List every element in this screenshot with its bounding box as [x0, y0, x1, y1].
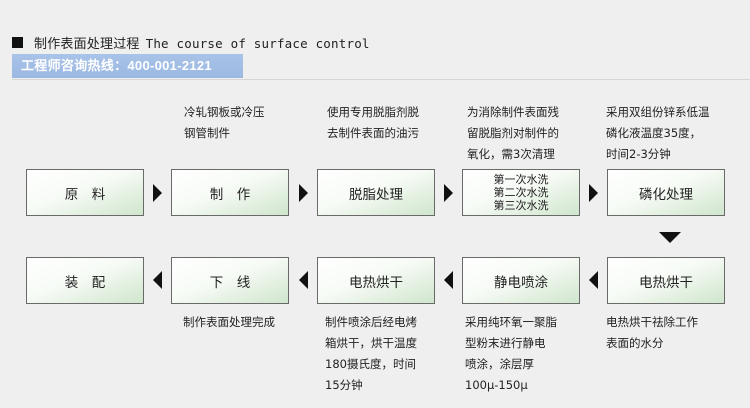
desc-electrostatic-spray: 采用纯环氧一聚脂 型粉末进行静电 喷涂，涂层厚 100μ-150μ	[465, 315, 557, 392]
desc-water-wash: 为消除制件表面残 留脱脂剂对制件的 氧化，需3次清理	[467, 105, 559, 161]
step-label: 制 作	[209, 186, 251, 203]
divider	[12, 79, 750, 80]
arrow-down-icon	[659, 232, 681, 243]
section-header: 制作表面处理过程 The course of surface control	[12, 33, 370, 52]
step-label: 下 线	[209, 274, 251, 291]
title-chinese: 制作表面处理过程	[34, 36, 140, 52]
step-electrostatic-spray: 静电喷涂	[462, 257, 580, 304]
hotline-bar: 工程师咨询热线：400-001-2121	[12, 54, 243, 78]
step-line: 第二次水洗	[493, 186, 549, 199]
arrow-right-icon	[444, 184, 453, 202]
step-line: 第一次水洗	[493, 173, 549, 186]
section-title: 制作表面处理过程 The course of surface control	[34, 33, 370, 52]
arrow-left-icon	[153, 271, 162, 289]
desc-offline: 制作表面处理完成	[183, 315, 275, 329]
step-label: 装 配	[64, 274, 106, 291]
step-label: 静电喷涂	[494, 274, 548, 291]
step-electric-drying-2: 电热烘干	[317, 257, 435, 304]
square-bullet-icon	[12, 36, 23, 48]
arrow-right-icon	[299, 184, 308, 202]
title-english: The course of surface control	[145, 35, 370, 51]
arrow-left-icon	[589, 271, 598, 289]
arrow-right-icon	[589, 184, 598, 202]
desc-degreasing: 使用专用脱脂剂脱 去制件表面的油污	[327, 105, 419, 140]
step-water-wash: 第一次水洗 第二次水洗 第三次水洗	[462, 169, 580, 216]
step-line: 第三次水洗	[493, 199, 549, 212]
step-label: 磷化处理	[639, 186, 693, 203]
step-raw-material: 原 料	[26, 169, 144, 216]
step-label: 原 料	[64, 186, 106, 203]
step-label: 脱脂处理	[349, 186, 403, 203]
step-assembly: 装 配	[26, 257, 144, 304]
desc-phosphating: 采用双组份锌系低温 磷化液温度35度， 时间2-3分钟	[606, 105, 710, 161]
step-fabrication: 制 作	[171, 169, 289, 216]
step-label: 电热烘干	[639, 274, 693, 291]
arrow-left-icon	[444, 271, 453, 289]
arrow-left-icon	[299, 271, 308, 289]
desc-fabrication: 冷轧钢板或冷压 钢管制件	[184, 105, 265, 140]
step-electric-drying-1: 电热烘干	[607, 257, 725, 304]
step-label: 电热烘干	[349, 274, 403, 291]
step-phosphating: 磷化处理	[607, 169, 725, 216]
desc-electric-drying-2: 制件喷涂后经电烤 箱烘干，烘干温度 180摄氏度，时间 15分钟	[325, 315, 417, 392]
step-offline: 下 线	[171, 257, 289, 304]
arrow-right-icon	[153, 184, 162, 202]
step-degreasing: 脱脂处理	[317, 169, 435, 216]
desc-electric-drying-1: 电热烘干祛除工作 表面的水分	[606, 315, 698, 350]
